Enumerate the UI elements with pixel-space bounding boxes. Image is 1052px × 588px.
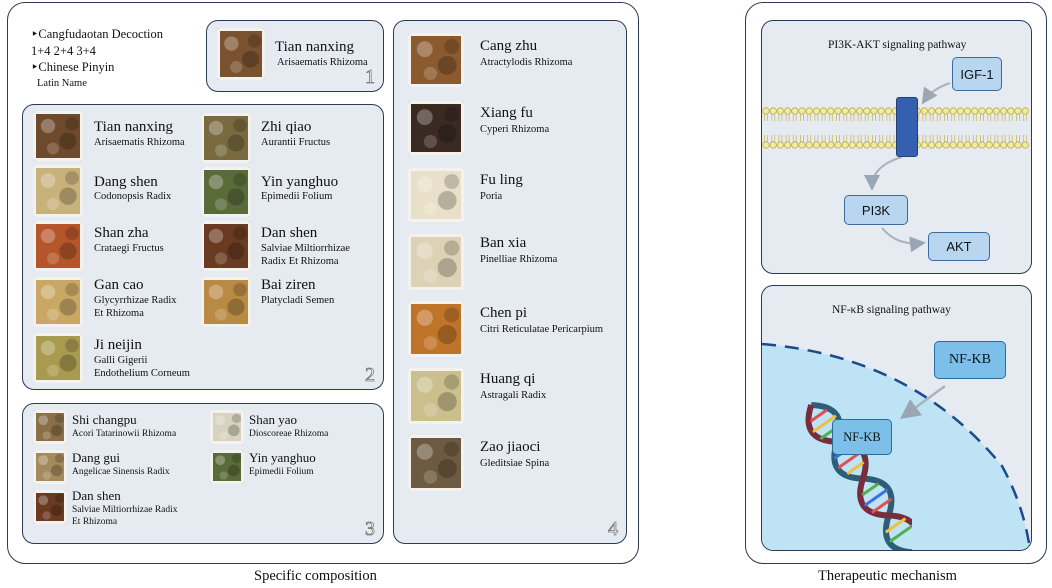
herb-image — [217, 28, 265, 80]
pi3k-panel-title: PI3K-AKT signaling pathway — [828, 39, 967, 51]
herb-pinyin: Ban xia — [480, 235, 527, 251]
herb-pinyin: Bai ziren — [261, 277, 316, 293]
herb-image — [408, 33, 464, 87]
herb-latin: Galli Gigerii — [94, 355, 148, 366]
group-1-box: Tian nanxing Arisaematis Rhizoma 1 — [206, 20, 384, 92]
herb-image — [210, 450, 244, 484]
herb-latin-line2: Et Rhizoma — [94, 308, 144, 319]
legend-pinyin-label: ‣Chinese Pinyin — [31, 60, 115, 74]
herb-image — [210, 410, 244, 444]
herb-latin: Platycladi Semen — [261, 295, 335, 306]
herb-image — [33, 450, 67, 484]
herb-latin: Epimedii Folium — [249, 467, 314, 477]
herb-image — [33, 111, 83, 161]
herb-latin: Pinelliae Rhizoma — [480, 254, 558, 265]
herb-latin: Poria — [480, 191, 503, 202]
legend-combos: 1+4 2+4 3+4 — [31, 44, 96, 58]
herb-image — [408, 435, 464, 491]
herb-image — [201, 221, 251, 271]
herb-pinyin: Yin yanghuo — [249, 450, 316, 465]
herb-pinyin: Tian nanxing — [275, 39, 355, 55]
herb-image — [33, 490, 67, 524]
herb-image — [408, 234, 464, 290]
herb-image — [33, 333, 83, 383]
pi3k-akt-panel: PI3K-AKT signaling pathway IGF-1 PI3K AK… — [761, 20, 1032, 274]
herb-image — [33, 410, 67, 444]
receptor-icon — [896, 97, 918, 157]
herb-latin: Arisaematis Rhizoma — [277, 57, 368, 68]
herb-latin: Epimedii Folium — [261, 191, 333, 202]
herb-latin: Dioscoreae Rhizoma — [249, 429, 329, 439]
herb-pinyin: Yin yanghuo — [261, 174, 339, 190]
pi3k-node: PI3K — [844, 195, 908, 225]
herb-image — [33, 221, 83, 271]
nfkb-nucleus-node: NF-KB — [832, 419, 892, 455]
herb-pinyin: Ji neijin — [94, 337, 142, 353]
herb-latin: Gleditsiae Spina — [480, 458, 550, 469]
herb-pinyin: Fu ling — [480, 172, 523, 188]
herb-latin: Astragali Radix — [480, 390, 547, 401]
group-number: 3 — [365, 518, 376, 541]
group-number: 4 — [608, 518, 619, 541]
herb-latin: Salviae Miltiorrhizae — [261, 243, 350, 254]
herb-pinyin: Shan yao — [249, 412, 298, 427]
herb-image — [201, 277, 251, 327]
herb-latin: Angelicae Sinensis Radix — [72, 467, 170, 477]
herb-latin: Atractylodis Rhizoma — [480, 57, 573, 68]
igf1-node: IGF-1 — [952, 57, 1002, 91]
group-2-box: Tian nanxing Arisaematis Rhizoma Dang sh… — [22, 104, 384, 390]
herb-pinyin: Chen pi — [480, 305, 528, 321]
nfkb-cytoplasm-node: NF-KB — [934, 341, 1006, 379]
mechanism-caption: Therapeutic mechanism — [818, 568, 957, 584]
herb-latin: Salviae Miltiorrhizae Radix — [72, 505, 178, 515]
legend-formula: ‣Cangfudaotan Decoction — [31, 27, 163, 41]
herb-latin-line2: Endothelium Corneum — [94, 368, 190, 379]
herb-latin: Arisaematis Rhizoma — [94, 137, 185, 148]
herb-latin: Aurantii Fructus — [261, 137, 331, 148]
herb-pinyin: Cang zhu — [480, 38, 538, 54]
herb-pinyin: Xiang fu — [480, 105, 533, 121]
composition-caption: Specific composition — [254, 568, 377, 584]
nucleus-shape — [762, 342, 1031, 550]
legend-latin-label: Latin Name — [37, 78, 87, 89]
herb-image — [201, 113, 251, 163]
herb-pinyin: Gan cao — [94, 277, 144, 293]
herb-image — [408, 168, 464, 222]
herb-image — [33, 165, 83, 217]
herb-latin: Cyperi Rhizoma — [480, 124, 550, 135]
herb-pinyin: Shi changpu — [72, 412, 137, 427]
herb-image — [408, 101, 464, 155]
herb-latin: Acori Tatarinowii Rhizoma — [72, 429, 177, 439]
group-3-box: Shi changpu Acori Tatarinowii Rhizoma Da… — [22, 403, 384, 544]
herb-pinyin: Dan shen — [72, 488, 121, 503]
herb-image — [33, 277, 83, 327]
group-number: 1 — [365, 66, 376, 89]
herb-latin: Glycyrrhizae Radix — [94, 295, 177, 306]
herb-latin-line2: Radix Et Rhizoma — [261, 256, 339, 267]
herb-pinyin: Zhi qiao — [261, 119, 312, 135]
herb-pinyin: Zao jiaoci — [480, 439, 541, 455]
nfkb-panel: NF-κB signaling pathway — [761, 285, 1032, 551]
akt-node: AKT — [928, 232, 990, 261]
herb-pinyin: Shan zha — [94, 225, 149, 241]
herb-pinyin: Huang qi — [480, 371, 536, 387]
herb-latin: Citri Reticulatae Pericarpium — [480, 324, 604, 335]
pathway-arrows — [864, 82, 951, 253]
group-4-box: Cang zhu Atractylodis Rhizoma Xiang fu C… — [393, 20, 627, 544]
herb-pinyin: Dang shen — [94, 174, 158, 190]
group-number: 2 — [365, 364, 376, 387]
herb-pinyin: Dang gui — [72, 450, 121, 465]
herb-image — [408, 368, 464, 424]
herb-image — [201, 167, 251, 217]
herb-latin: Codonopsis Radix — [94, 191, 172, 202]
herb-pinyin: Tian nanxing — [94, 119, 174, 135]
herb-pinyin: Dan shen — [261, 225, 318, 241]
herb-latin-line2: Et Rhizoma — [72, 517, 118, 527]
herb-image — [408, 301, 464, 357]
nfkb-panel-title: NF-κB signaling pathway — [832, 304, 951, 316]
herb-latin: Crataegi Fructus — [94, 243, 164, 254]
